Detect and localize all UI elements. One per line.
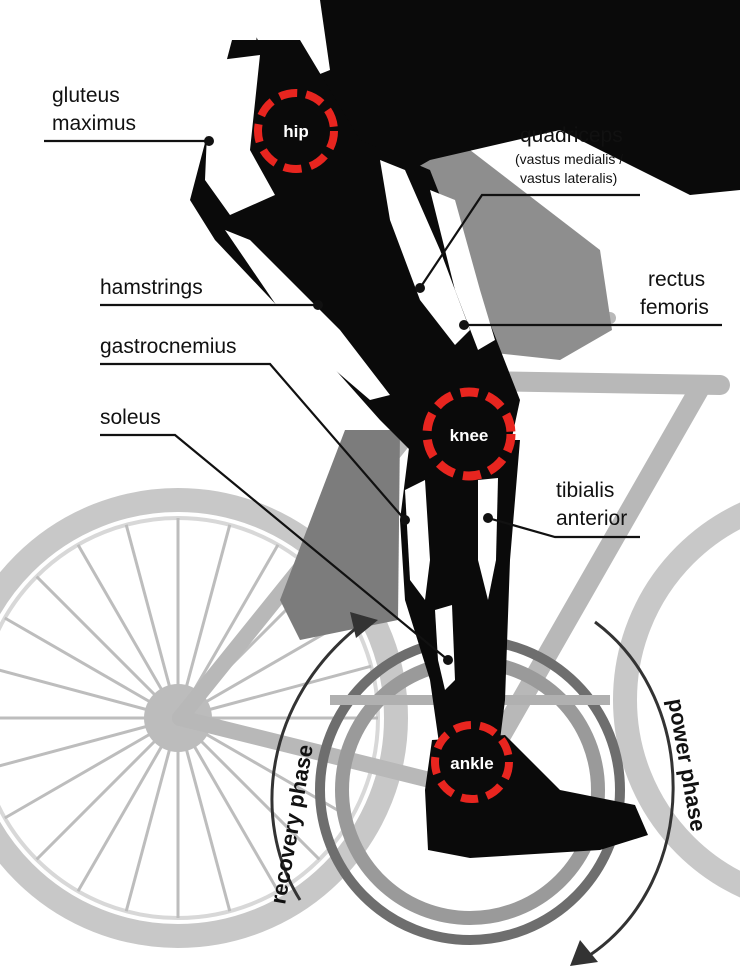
label-gluteus-line1: gluteus xyxy=(52,84,120,107)
ankle-label: ankle xyxy=(450,754,493,773)
label-hamstrings: hamstrings xyxy=(100,276,203,299)
label-quadriceps: quadriceps xyxy=(520,124,623,147)
label-gastrocnemius: gastrocnemius xyxy=(100,335,237,358)
label-soleus: soleus xyxy=(100,406,161,429)
label-quadriceps-sub1: (vastus medialis / xyxy=(515,151,623,167)
label-quadriceps-sub2: vastus lateralis) xyxy=(520,170,617,186)
label-tibialis-line2: anterior xyxy=(556,507,627,530)
label-gluteus-line2: maximus xyxy=(52,112,136,135)
hip-joint-marker: hip xyxy=(258,93,334,169)
knee-label: knee xyxy=(450,426,489,445)
hip-label: hip xyxy=(283,122,309,141)
label-rectus-line1: rectus xyxy=(648,268,705,291)
ankle-joint-marker: ankle xyxy=(435,725,509,799)
label-rectus-line2: femoris xyxy=(640,296,709,319)
label-tibialis-line1: tibialis xyxy=(556,479,614,502)
knee-joint-marker: knee xyxy=(427,392,511,476)
